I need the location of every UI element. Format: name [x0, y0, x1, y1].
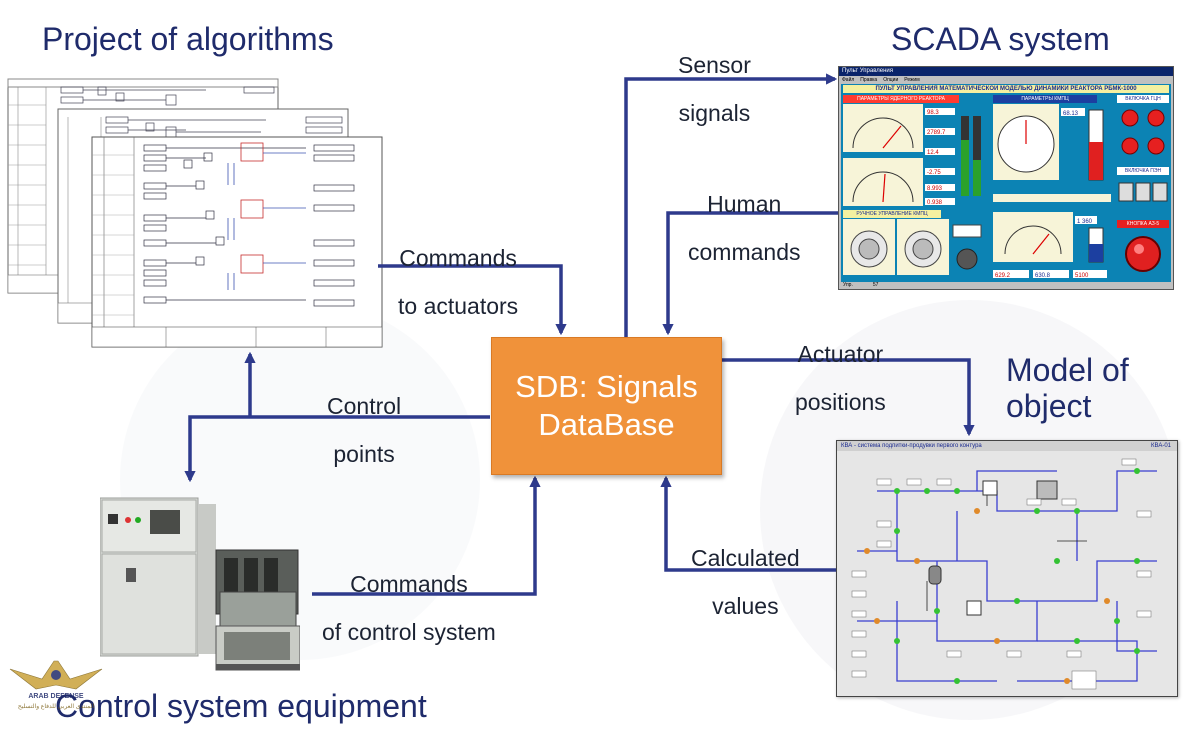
scada-readout-reactivity: -2.75	[927, 170, 941, 176]
model-title-line1: Model of	[1006, 352, 1129, 388]
model-schematic: КВА - система подпитки-продувки первого …	[836, 440, 1178, 697]
label-control-points: Control points	[327, 382, 401, 478]
manual-control-header: РУЧНОЕ УПРАВЛЕНИЕ КМПЦ	[843, 210, 941, 218]
arrow-commands-of-control-system	[312, 475, 541, 596]
arrow-human-commands	[662, 211, 838, 336]
scada-readout-level: 1 360	[1077, 219, 1093, 225]
scada-readout-power: 98.3	[927, 110, 939, 116]
arrow-commands-to-actuators	[378, 264, 567, 336]
label-control-points-line2: points	[333, 441, 395, 467]
kmpc-gauges: 68.13 1 360 629.2 630.8 5100	[993, 104, 1111, 279]
algorithm-sheet-front	[91, 136, 383, 348]
label-human-commands-line2: commands	[688, 239, 801, 265]
label-human-commands-line1: Human	[707, 191, 782, 217]
label-commands-of-control-system-line2: of control system	[322, 619, 496, 645]
sdb-line1: SDB: Signals	[515, 369, 698, 404]
algorithm-sheets	[6, 75, 386, 350]
kmpc-params-header: ПАРАМЕТРЫ КМПЦ	[993, 95, 1097, 103]
scada-menu-edit[interactable]: Правка	[860, 77, 878, 83]
arrow-control-points	[184, 415, 490, 483]
equipment-title: Control system equipment	[55, 688, 427, 724]
label-calculated-values-line1: Calculated	[691, 545, 800, 571]
label-commands-of-control-system: Commands of control system	[322, 560, 496, 656]
label-commands-to-actuators-line1: Commands	[399, 245, 517, 271]
model-header: КВА - система подпитки-продувки первого …	[837, 441, 1177, 451]
scada-panel: ПУЛЬТ УПРАВЛЕНИЯ МАТЕМАТИЧЕСКОЙ МОДЕЛЬЮ …	[841, 84, 1171, 282]
scada-readout-xenon: 12.4	[927, 150, 939, 156]
reactor-gauges: 98.3 2789.7 12.4 -2.75 8.993 0.938	[843, 104, 981, 206]
manual-control-knobs	[843, 219, 982, 275]
label-actuator-positions: Actuator positions	[795, 330, 886, 426]
scada-window: Пульт Управления Файл Правка Опции Режим ПУ…	[838, 66, 1174, 290]
scada-readout-pressure: 68.13	[1063, 111, 1079, 117]
scada-status-count: 57	[872, 282, 879, 288]
watermark-line1: ARAB DEFENSE	[28, 693, 84, 700]
label-control-points-line1: Control	[327, 393, 402, 419]
scada-title: SCADA system	[891, 21, 1110, 57]
arrow-actuator-positions	[720, 358, 975, 437]
pump-on-header: ВКЛЮЧКА ГЦН	[1117, 95, 1169, 103]
scada-readout-flow3: 5100	[1075, 273, 1089, 279]
label-sensor-signals-line1: Sensor	[678, 52, 751, 78]
pump-buttons	[1121, 109, 1165, 155]
sdb-box: SDB: Signals DataBase	[491, 337, 722, 475]
scada-menubar: Файл Правка Опции Режим	[839, 76, 1173, 84]
label-sensor-signals-line2: signals	[678, 100, 751, 126]
scada-banner: ПУЛЬТ УПРАВЛЕНИЯ МАТЕМАТИЧЕСКОЙ МОДЕЛЬЮ …	[843, 85, 1169, 93]
label-actuator-positions-line1: Actuator	[797, 341, 884, 367]
reactor-params-header: ПАРАМЕТРЫ ЯДЕРНОГО РЕАКТОРА	[843, 95, 959, 103]
label-commands-of-control-system-line1: Commands	[350, 571, 468, 597]
scada-readout-flow2: 630.8	[1035, 273, 1051, 279]
model-piping	[851, 458, 1157, 690]
scada-readout-rod: 0.938	[927, 200, 943, 206]
model-title-line2: object	[1006, 388, 1092, 424]
label-actuator-positions-line2: positions	[795, 389, 886, 415]
label-human-commands: Human commands	[688, 180, 800, 276]
scada-menu-file[interactable]: Файл	[842, 77, 855, 83]
sdb-line2: DataBase	[538, 407, 675, 442]
scada-statusbar: Упр. 57	[839, 281, 1173, 289]
label-commands-to-actuators: Commands to actuators	[398, 234, 518, 330]
az5-button[interactable]	[1117, 230, 1169, 280]
scada-titlebar: Пульт Управления	[839, 67, 1173, 76]
scada-menu-mode[interactable]: Режим	[904, 77, 920, 83]
eagle-emblem-icon	[9, 660, 103, 690]
model-id: КВА-01	[1151, 443, 1171, 449]
pump-off-header: ВКЛЮЧКА ПЭН	[1117, 167, 1169, 175]
az5-header: КНОПКА АЗ-5	[1117, 220, 1169, 228]
scada-menu-options[interactable]: Опции	[883, 77, 899, 83]
project-title: Project of algorithms	[42, 21, 334, 57]
scada-status-mode: Упр.	[843, 282, 853, 288]
label-sensor-signals: Sensor signals	[678, 41, 751, 137]
model-title: Model of object	[1006, 352, 1129, 424]
label-calculated-values-line2: values	[712, 593, 779, 619]
watermark-line2: المنتدى العربي للدفاع والتسليح	[17, 704, 95, 710]
pump-switches	[1118, 182, 1168, 202]
scada-readout-thermal: 2789.7	[927, 130, 946, 136]
control-cabinet	[100, 492, 300, 672]
watermark-logo: ARAB DEFENSE المنتدى العربي للدفاع والتس…	[6, 655, 106, 727]
scada-readout-period: 8.993	[927, 186, 943, 192]
arrow-sensor-signals	[624, 73, 838, 337]
scada-readout-flow1: 629.2	[995, 273, 1011, 279]
model-tags	[851, 458, 1152, 690]
model-equipment	[928, 480, 1058, 616]
label-commands-to-actuators-line2: to actuators	[398, 293, 519, 319]
arrow-calculated-values	[660, 475, 836, 572]
label-calculated-values: Calculated values	[691, 534, 800, 630]
